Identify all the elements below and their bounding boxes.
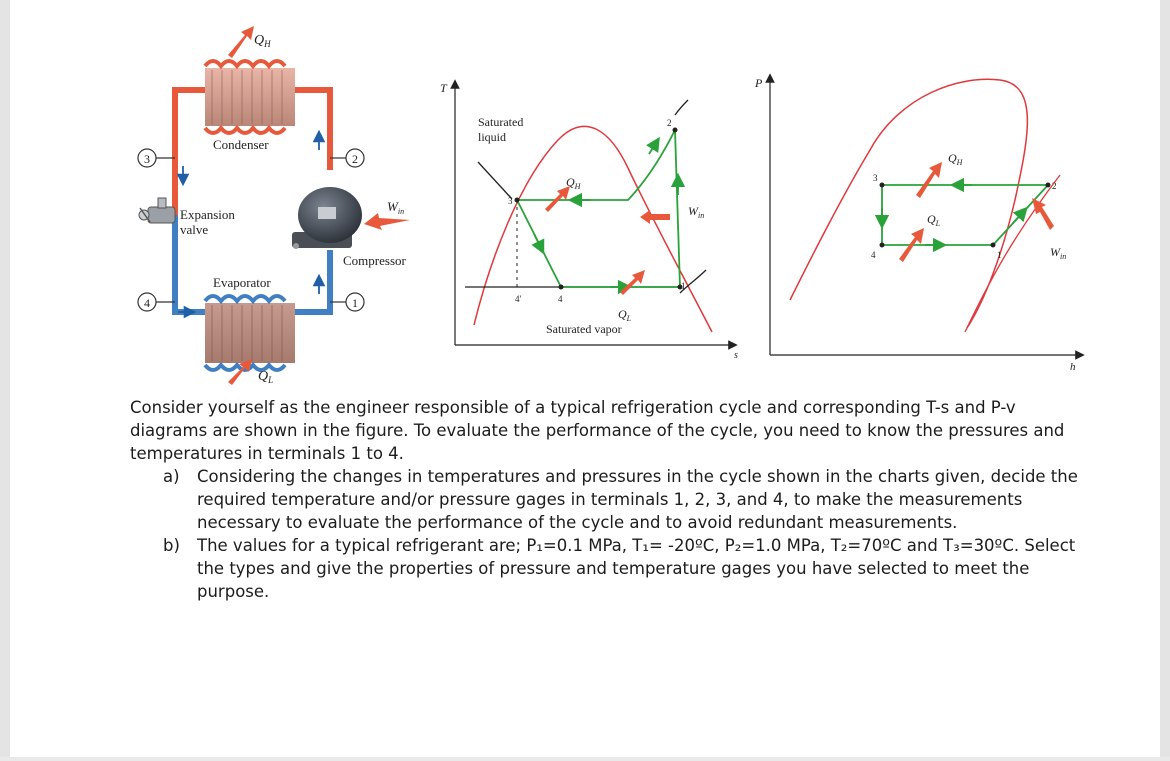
state-marker-1: 1: [345, 292, 365, 312]
condenser-label: Condenser: [213, 137, 269, 152]
cycle-win-label: Win: [387, 199, 404, 216]
condenser-coil: [203, 59, 295, 135]
svg-text:2: 2: [352, 152, 358, 166]
ts-ql-label: QL: [618, 307, 632, 323]
ph-qh-arrow: [916, 162, 942, 198]
ph-point-3: 3: [873, 173, 878, 183]
question-intro: Consider yourself as the engineer respon…: [130, 398, 1065, 463]
ts-win-arrow: [640, 210, 670, 224]
svg-text:4: 4: [144, 296, 150, 310]
refrigeration-figure: QH QL Condenser Expansion valve Evaporat…: [137, 26, 1085, 385]
question-parts: a) Considering the changes in temperatur…: [130, 465, 1090, 603]
question-text: Consider yourself as the engineer respon…: [130, 396, 1090, 603]
ts-point-4-prime: 4': [515, 294, 522, 304]
ts-ql-arrow: [620, 270, 645, 295]
ts-sat-liquid-label-2: liquid: [478, 130, 506, 144]
ph-refrigeration-cycle: [881, 184, 1049, 246]
ph-x-axis-label: h: [1070, 361, 1076, 373]
expansion-label-line1: Expansion: [180, 207, 235, 222]
ts-point-1: 1: [681, 281, 686, 291]
part-a-text: Considering the changes in temperatures …: [197, 467, 1078, 532]
ts-y-axis-label: T: [440, 81, 448, 95]
question-part-a: a) Considering the changes in temperatur…: [130, 465, 1090, 534]
ph-saturation-dome: [789, 78, 1029, 329]
expansion-label-line2: valve: [180, 222, 208, 237]
svg-text:1: 1: [352, 296, 358, 310]
ts-qh-label: QH: [566, 175, 582, 191]
expansion-valve: [138, 197, 176, 224]
ph-y-axis-label: P: [754, 76, 763, 90]
cycle-schematic: QH QL Condenser Expansion valve Evaporat…: [137, 26, 410, 385]
ph-win-arrow: [1032, 198, 1054, 230]
ts-refrigeration-cycle: [516, 129, 681, 288]
state-marker-4: 4: [137, 292, 157, 312]
evaporator-coil: [203, 294, 295, 372]
ql-heat-arrow: [228, 359, 252, 385]
ts-sat-vapor-label: Saturated vapor: [546, 322, 622, 336]
qh-heat-arrow: [228, 26, 254, 58]
page-edge-left: [0, 0, 10, 761]
state-marker-3: 3: [137, 148, 157, 168]
cycle-qh-label: QH: [254, 33, 271, 49]
part-b-text: The values for a typical refrigerant are…: [197, 536, 1076, 601]
win-arrow: [364, 213, 410, 230]
ph-point-1: 1: [997, 250, 1002, 260]
compressor-unit: [292, 187, 362, 249]
ph-qh-label: QH: [948, 151, 964, 167]
part-a-marker: a): [163, 467, 180, 486]
ts-point-2: 2: [667, 118, 672, 128]
ph-ql-arrow: [899, 228, 924, 262]
ph-point-2: 2: [1052, 181, 1057, 191]
part-b-marker: b): [163, 536, 180, 555]
compressor-label: Compressor: [343, 253, 407, 268]
ts-win-label: Win: [688, 204, 704, 220]
ts-point-4: 4: [558, 294, 563, 304]
page-edge-right: [1160, 0, 1170, 761]
ph-win-label: Win: [1050, 245, 1066, 261]
ts-x-axis-label: s: [734, 350, 738, 361]
ts-point-3: 3: [508, 196, 513, 206]
question-part-b: b) The values for a typical refrigerant …: [130, 534, 1090, 603]
cycle-ql-label: QL: [258, 369, 273, 385]
ts-sat-liquid-label-1: Saturated: [478, 115, 523, 129]
ts-qh-arrow: [545, 186, 570, 212]
ts-saturation-dome: [473, 125, 713, 333]
evaporator-label: Evaporator: [213, 275, 271, 290]
page-edge-bottom: [0, 757, 1170, 761]
ph-point-4: 4: [871, 250, 876, 260]
ts-diagram: T s Saturated liqui: [440, 79, 738, 361]
ph-diagram: P h QH QL Win 1 2 3 4: [754, 73, 1085, 373]
state-marker-2: 2: [345, 148, 365, 168]
svg-text:3: 3: [144, 152, 150, 166]
ph-ql-label: QL: [927, 212, 941, 228]
